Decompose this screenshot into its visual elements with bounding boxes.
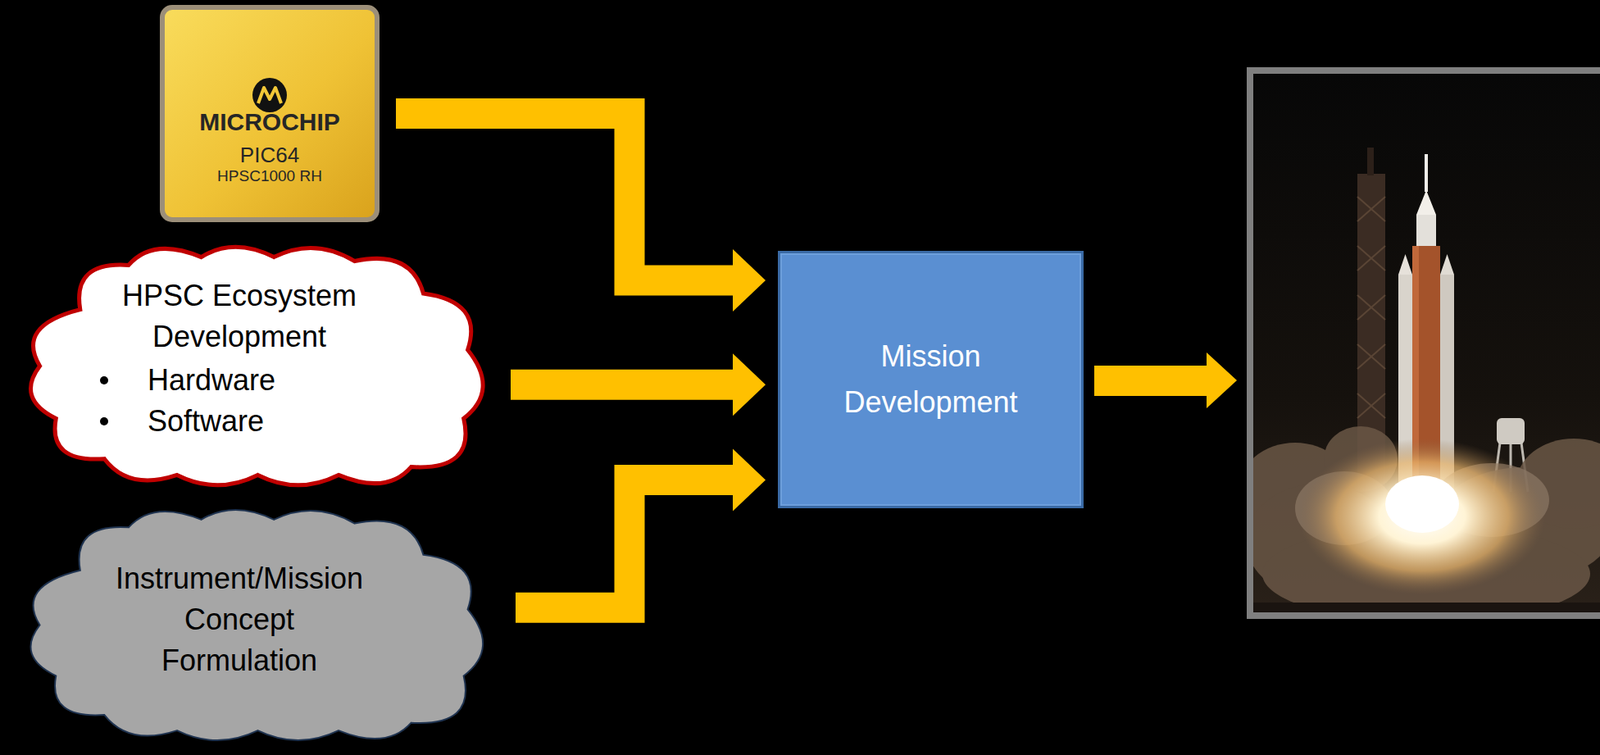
arrow-head bbox=[732, 353, 766, 416]
arrow-head bbox=[732, 448, 766, 511]
arrow-shaft bbox=[395, 113, 735, 282]
bullet-dot bbox=[100, 417, 109, 426]
arrow-head bbox=[732, 249, 766, 312]
part-number: HPSC1000 RH bbox=[217, 167, 323, 186]
connector-arrow bbox=[510, 353, 766, 416]
ecosystem-cloud: HPSC Ecosystem DevelopmentHardwareSoftwa… bbox=[15, 236, 500, 496]
brand-name: MICROCHIP bbox=[199, 108, 341, 137]
bullet-item: Software bbox=[147, 400, 394, 442]
processor-chip: MICROCHIP PIC64HPSC1000 RH bbox=[159, 4, 380, 223]
process-box: Mission Development bbox=[777, 250, 1084, 509]
cloud-shape bbox=[30, 509, 483, 741]
output-arrow bbox=[1094, 352, 1237, 409]
chip-body bbox=[162, 7, 378, 220]
logo-mark bbox=[252, 77, 287, 113]
cloud-text: Instrument/Mission Concept Formulation bbox=[109, 558, 370, 682]
bullet-item: Hardware bbox=[147, 359, 394, 401]
arrow-shaft bbox=[510, 369, 735, 400]
bullet-dot bbox=[100, 376, 109, 385]
concept-cloud: Instrument/Mission Concept Formulation bbox=[15, 500, 500, 750]
part-family: PIC64 bbox=[240, 142, 300, 168]
connector-arrow bbox=[515, 448, 766, 608]
cloud-heading: HPSC Ecosystem Development bbox=[108, 275, 371, 358]
box-label: Mission Development bbox=[832, 333, 1030, 426]
connector-arrow bbox=[395, 113, 766, 313]
arrow-shaft bbox=[515, 479, 735, 608]
logo-m bbox=[258, 87, 282, 104]
rocket-launch bbox=[1253, 147, 1600, 613]
cloud-shape bbox=[30, 246, 483, 485]
